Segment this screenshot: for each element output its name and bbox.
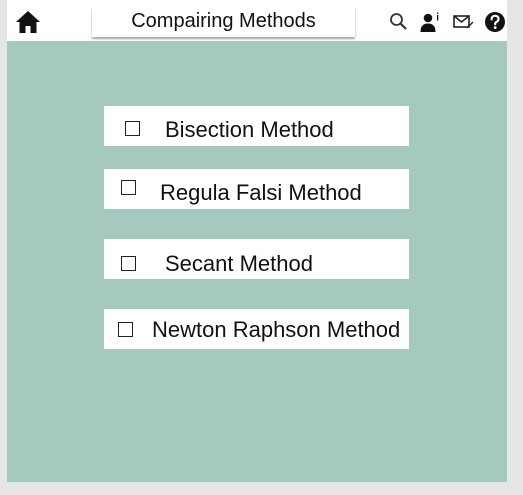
search-icon — [390, 13, 407, 30]
option-regula-falsi[interactable]: Regula Falsi Method — [104, 169, 409, 209]
page-title: Compairing Methods — [92, 7, 355, 37]
option-bisection[interactable]: Bisection Method — [104, 106, 409, 146]
home-button[interactable] — [14, 9, 42, 35]
search-button[interactable] — [388, 11, 410, 33]
option-label: Bisection Method — [165, 117, 334, 142]
option-label: Newton Raphson Method — [152, 317, 401, 342]
option-label: Secant Method — [165, 251, 313, 276]
option-label: Regula Falsi Method — [160, 180, 362, 205]
checkbox-secant[interactable] — [121, 256, 136, 271]
help-button[interactable] — [484, 11, 506, 33]
user-info-button[interactable] — [418, 11, 440, 33]
checkbox-bisection[interactable] — [125, 121, 140, 136]
option-secant[interactable]: Secant Method — [104, 239, 409, 279]
mail-icon — [453, 15, 474, 29]
mail-button[interactable] — [452, 11, 474, 33]
option-newton-raphson[interactable]: Newton Raphson Method — [104, 309, 409, 349]
help-icon — [485, 12, 505, 32]
top-bar: Compairing Methods — [7, 0, 507, 41]
home-icon — [16, 11, 40, 33]
checkbox-newton-raphson[interactable] — [118, 322, 133, 337]
checkbox-regula-falsi[interactable] — [121, 180, 136, 195]
user-info-icon — [420, 12, 439, 32]
